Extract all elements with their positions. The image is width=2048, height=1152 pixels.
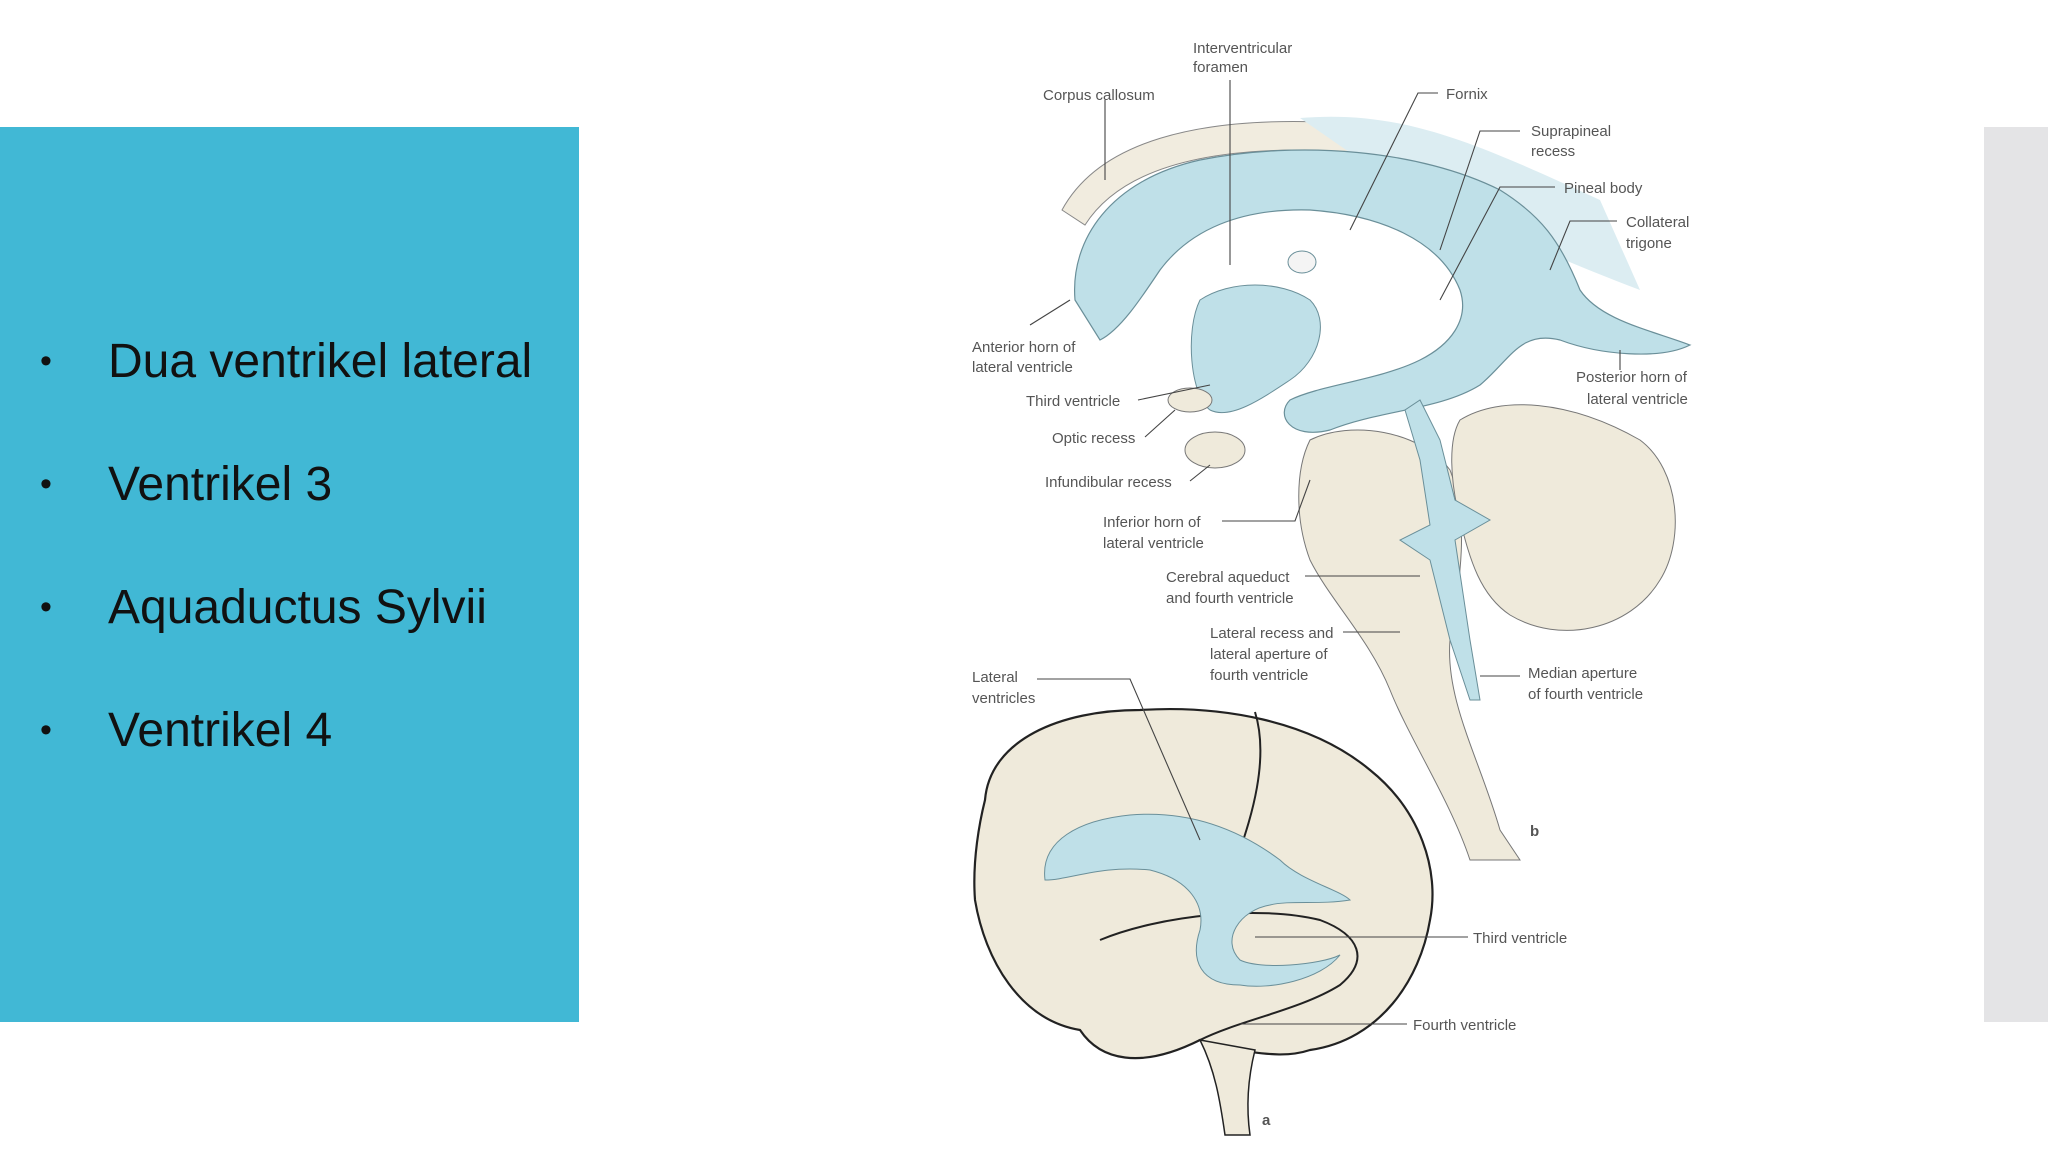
label-panel-a: a xyxy=(1262,1112,1271,1129)
label-inferior-horn-2: lateral ventricle xyxy=(1103,535,1204,552)
label-lateral-recess-3: fourth ventricle xyxy=(1210,667,1308,684)
lateral-ventricle-a xyxy=(1044,813,1352,987)
label-median-aperture-2: of fourth ventricle xyxy=(1528,686,1643,703)
label-anterior-horn-1: Anterior horn of xyxy=(972,339,1076,356)
right-side-bar xyxy=(1984,127,2048,1022)
label-pineal-body: Pineal body xyxy=(1564,180,1643,197)
bullet-text: Aquaductus Sylvii xyxy=(108,581,487,634)
leader-line xyxy=(1222,479,1311,522)
label-cerebral-aqueduct-1: Cerebral aqueduct xyxy=(1166,569,1290,586)
temporal-lobe-line xyxy=(1099,911,1359,1041)
bullet-item: • Ventrikel 4 xyxy=(40,669,532,792)
aqueduct-shape xyxy=(1399,399,1492,701)
leader-line xyxy=(1439,186,1555,301)
bullet-symbol: • xyxy=(40,465,52,503)
bullet-list: • Dua ventrikel lateral • Ventrikel 3 • Aqu… xyxy=(40,300,532,792)
label-inferior-horn-1: Inferior horn of xyxy=(1103,514,1201,531)
label-interventricular-2: foramen xyxy=(1193,59,1248,76)
label-corpus-callosum: Corpus callosum xyxy=(1043,87,1155,104)
bullet-text: Ventrikel 4 xyxy=(108,704,333,757)
leader-line xyxy=(1189,464,1211,482)
label-panel-b: b xyxy=(1530,823,1539,840)
leader-line xyxy=(1137,384,1211,401)
ventricle-illustration: Interventricular foramen Corpus callosum… xyxy=(972,40,1692,1136)
label-collateral-2: trigone xyxy=(1626,235,1672,252)
bullet-symbol: • xyxy=(40,711,52,749)
label-interventricular-1: Interventricular xyxy=(1193,40,1292,57)
ventricle-figure: Interventricular foramen Corpus callosum… xyxy=(960,30,1720,1150)
panel-a-drawing xyxy=(973,707,1434,1136)
bullet-item: • Aquaductus Sylvii xyxy=(40,546,532,669)
label-fornix: Fornix xyxy=(1446,86,1488,103)
bullet-symbol: • xyxy=(40,588,52,626)
label-optic-recess: Optic recess xyxy=(1052,430,1135,447)
label-fourth-ventricle-a: Fourth ventricle xyxy=(1413,1017,1516,1034)
label-third-ventricle-b: Third ventricle xyxy=(1026,393,1120,410)
leader-line xyxy=(1144,409,1176,438)
label-lateral-ventricles-1: Lateral xyxy=(972,669,1018,686)
brainstem-shape xyxy=(1298,429,1521,861)
bullet-item: • Dua ventrikel lateral xyxy=(40,300,532,423)
label-lateral-recess-1: Lateral recess and xyxy=(1210,625,1333,642)
bullet-text: Dua ventrikel lateral xyxy=(108,335,533,388)
accent-panel xyxy=(0,127,579,1022)
leader-line xyxy=(1439,130,1520,251)
bullet-text: Ventrikel 3 xyxy=(108,458,333,511)
label-cerebral-aqueduct-2: and fourth ventricle xyxy=(1166,590,1294,607)
label-anterior-horn-2: lateral ventricle xyxy=(972,359,1073,376)
leader-line xyxy=(1549,220,1617,271)
bullet-symbol: • xyxy=(40,342,52,380)
leader-line xyxy=(1037,678,1201,841)
label-posterior-horn-1: Posterior horn of xyxy=(1576,369,1688,386)
brainstem-a xyxy=(1198,1038,1256,1136)
label-collateral-1: Collateral xyxy=(1626,214,1689,231)
label-lateral-recess-2: lateral aperture of xyxy=(1210,646,1328,663)
foramen-shape xyxy=(1287,250,1317,274)
leader-line xyxy=(1349,92,1438,231)
label-posterior-horn-2: lateral ventricle xyxy=(1587,391,1688,408)
label-median-aperture-1: Median aperture xyxy=(1528,665,1637,682)
bullet-item: • Ventrikel 3 xyxy=(40,423,532,546)
label-suprapineal-1: Suprapineal xyxy=(1531,123,1611,140)
label-infundibular-recess: Infundibular recess xyxy=(1045,474,1172,491)
optic-recess-shape xyxy=(1167,387,1213,413)
label-suprapineal-2: recess xyxy=(1531,143,1575,160)
lateral-ventricle-shape xyxy=(1074,149,1692,433)
label-third-ventricle-a: Third ventricle xyxy=(1473,930,1567,947)
infundibular-recess-shape xyxy=(1184,431,1246,469)
label-lateral-ventricles-2: ventricles xyxy=(972,690,1035,707)
third-ventricle-shape xyxy=(1190,284,1321,414)
leader-line xyxy=(1029,299,1071,326)
